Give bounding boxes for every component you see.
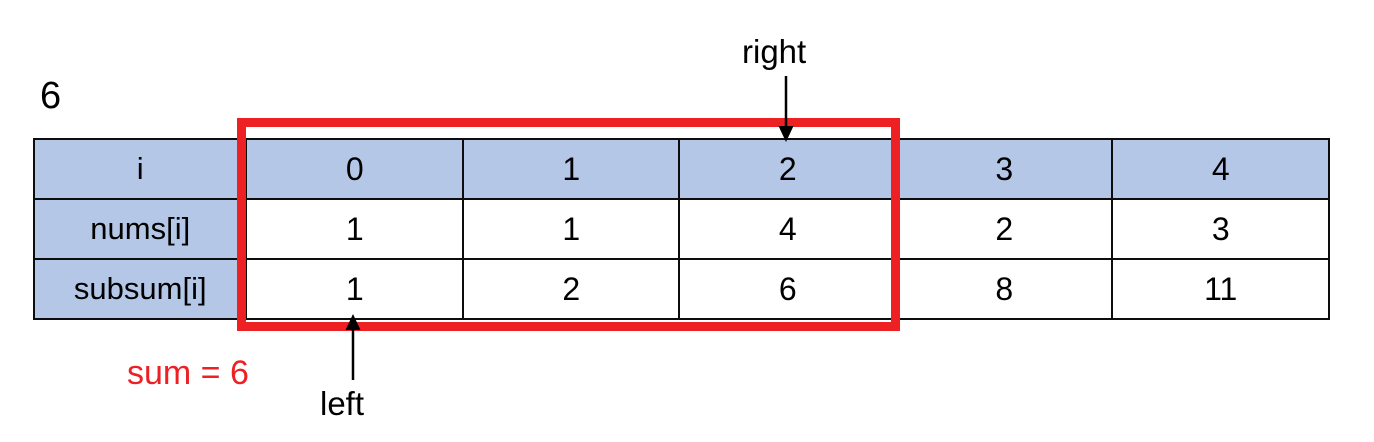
index-cell-2: 2 — [678, 138, 897, 200]
nums-cell-1: 1 — [461, 198, 681, 260]
target-value: 6 — [40, 75, 62, 117]
left-pointer-arrow-icon — [345, 314, 361, 380]
table-row-subsum: subsum[i] 1 2 6 8 11 — [32, 258, 1330, 320]
nums-cell-0: 1 — [245, 198, 464, 260]
left-pointer-label: left — [320, 385, 365, 422]
subsum-cell-0: 1 — [245, 258, 464, 320]
table-row-index: i 0 1 2 3 4 — [32, 138, 1330, 200]
index-cell-1: 1 — [461, 138, 681, 200]
nums-cell-4: 3 — [1111, 198, 1330, 260]
subsum-cell-3: 8 — [894, 258, 1114, 320]
row-label-nums: nums[i] — [32, 198, 248, 260]
right-pointer-label: right — [742, 33, 807, 70]
row-label-i: i — [32, 138, 248, 200]
nums-cell-3: 2 — [894, 198, 1114, 260]
subsum-cell-1: 2 — [461, 258, 681, 320]
right-pointer-arrow-icon — [778, 76, 794, 142]
row-label-subsum: subsum[i] — [32, 258, 248, 320]
index-cell-4: 4 — [1111, 138, 1330, 200]
values-table: i 0 1 2 3 4 nums[i] 1 1 4 2 3 subsum[i] … — [32, 138, 1330, 320]
sum-annotation-label: sum = 6 — [127, 354, 249, 392]
table-row-nums: nums[i] 1 1 4 2 3 — [32, 198, 1330, 260]
nums-cell-2: 4 — [678, 198, 897, 260]
subsum-cell-4: 11 — [1111, 258, 1330, 320]
subsum-cell-2: 6 — [678, 258, 897, 320]
index-cell-3: 3 — [894, 138, 1114, 200]
index-cell-0: 0 — [245, 138, 464, 200]
